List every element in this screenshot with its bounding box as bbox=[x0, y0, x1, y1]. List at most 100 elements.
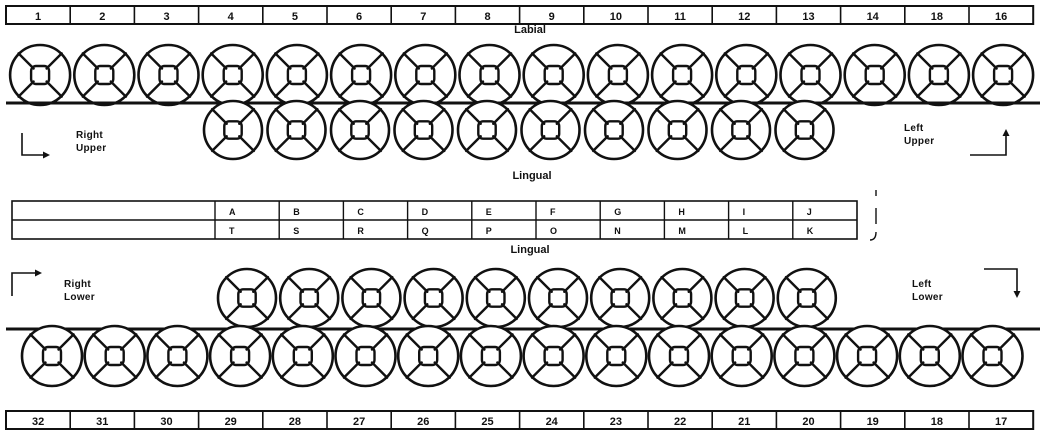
left-upper-line2: Upper bbox=[904, 135, 934, 148]
left-upper-arrow-icon bbox=[970, 129, 1010, 155]
lower-permanent-tooth-16 bbox=[963, 326, 1023, 386]
upper-permanent-tooth-16 bbox=[973, 45, 1033, 105]
upper-primary-tooth-3 bbox=[331, 101, 389, 159]
lower-permanent-tooth-4 bbox=[210, 326, 270, 386]
lower-primary-tooth-8 bbox=[653, 269, 711, 327]
lower-number-14: 19 bbox=[867, 416, 879, 428]
upper-permanent-tooth-12 bbox=[716, 45, 776, 105]
lower-primary-tooth-7 bbox=[591, 269, 649, 327]
upper-permanent-tooth-8 bbox=[460, 45, 520, 105]
primary-letter-lower-O: O bbox=[550, 226, 557, 236]
left-upper-label: Left Upper bbox=[904, 122, 934, 148]
upper-number-12: 12 bbox=[738, 11, 750, 23]
left-lower-arrow-icon bbox=[984, 269, 1021, 298]
upper-number-10: 10 bbox=[610, 11, 622, 23]
primary-letter-upper-F: F bbox=[550, 207, 556, 217]
labial-label: Labial bbox=[514, 24, 546, 36]
upper-permanent-tooth-7 bbox=[395, 45, 455, 105]
lower-permanent-tooth-9 bbox=[524, 326, 584, 386]
primary-letter-upper-C: C bbox=[357, 207, 364, 217]
upper-number-4: 4 bbox=[228, 11, 235, 23]
left-lower-label: Left Lower bbox=[912, 278, 943, 304]
lower-number-13: 20 bbox=[802, 416, 814, 428]
lower-primary-tooth-5 bbox=[467, 269, 525, 327]
upper-permanent-tooth-5 bbox=[267, 45, 327, 105]
primary-letter-upper-D: D bbox=[422, 207, 429, 217]
primary-letter-lower-K: K bbox=[807, 226, 814, 236]
lower-permanent-tooth-1 bbox=[22, 326, 82, 386]
primary-letter-lower-R: R bbox=[357, 226, 364, 236]
upper-number-5: 5 bbox=[292, 11, 298, 23]
upper-primary-tooth-5 bbox=[458, 101, 516, 159]
upper-number-1: 1 bbox=[35, 11, 41, 23]
upper-primary-tooth-9 bbox=[712, 101, 770, 159]
lower-number-5: 28 bbox=[289, 416, 301, 428]
upper-permanent-tooth-14 bbox=[845, 45, 905, 105]
upper-permanent-tooth-10 bbox=[588, 45, 648, 105]
upper-number-14: 14 bbox=[867, 11, 880, 23]
right-upper-label: Right Upper bbox=[76, 129, 106, 155]
upper-permanent-tooth-3 bbox=[139, 45, 199, 105]
lower-permanent-tooth-14 bbox=[837, 326, 897, 386]
right-lower-line1: Right bbox=[64, 278, 95, 291]
upper-permanent-tooth-6 bbox=[331, 45, 391, 105]
lower-primary-tooth-6 bbox=[529, 269, 587, 327]
lower-number-1: 32 bbox=[32, 416, 44, 428]
upper-primary-tooth-6 bbox=[522, 101, 580, 159]
primary-letter-upper-G: G bbox=[614, 207, 621, 217]
primary-letter-lower-N: N bbox=[614, 226, 621, 236]
lingual-upper-label: Lingual bbox=[512, 170, 551, 182]
primary-letter-upper-J: J bbox=[807, 207, 812, 217]
upper-permanent-tooth-15 bbox=[909, 45, 969, 105]
lower-number-15: 18 bbox=[931, 416, 943, 428]
lower-permanent-tooth-3 bbox=[147, 326, 207, 386]
right-lower-arrow-icon bbox=[12, 270, 42, 297]
lower-primary-tooth-4 bbox=[405, 269, 463, 327]
lower-number-7: 26 bbox=[417, 416, 429, 428]
right-upper-line2: Upper bbox=[76, 142, 106, 155]
primary-letter-upper-E: E bbox=[486, 207, 492, 217]
upper-permanent-tooth-11 bbox=[652, 45, 712, 105]
lower-permanent-tooth-10 bbox=[586, 326, 646, 386]
upper-primary-tooth-7 bbox=[585, 101, 643, 159]
primary-letter-lower-L: L bbox=[743, 226, 749, 236]
upper-number-2: 2 bbox=[99, 11, 105, 23]
lower-number-8: 25 bbox=[481, 416, 493, 428]
upper-primary-tooth-2 bbox=[268, 101, 326, 159]
upper-number-13: 13 bbox=[802, 11, 814, 23]
lower-primary-tooth-3 bbox=[342, 269, 400, 327]
right-lower-label: Right Lower bbox=[64, 278, 95, 304]
upper-permanent-tooth-1 bbox=[10, 45, 70, 105]
lower-number-10: 23 bbox=[610, 416, 622, 428]
left-lower-line1: Left bbox=[912, 278, 943, 291]
upper-permanent-tooth-4 bbox=[203, 45, 263, 105]
lower-primary-tooth-9 bbox=[716, 269, 774, 327]
upper-permanent-tooth-2 bbox=[74, 45, 134, 105]
upper-number-6: 6 bbox=[356, 11, 362, 23]
lower-number-4: 29 bbox=[225, 416, 237, 428]
lower-number-16: 17 bbox=[995, 416, 1007, 428]
primary-letter-upper-H: H bbox=[678, 207, 685, 217]
right-upper-arrow-icon bbox=[22, 133, 50, 159]
primary-letter-lower-T: T bbox=[229, 226, 235, 236]
lower-permanent-tooth-11 bbox=[649, 326, 709, 386]
left-upper-line1: Left bbox=[904, 122, 934, 135]
upper-primary-tooth-8 bbox=[649, 101, 707, 159]
lower-number-9: 24 bbox=[546, 416, 559, 428]
primary-letter-lower-M: M bbox=[678, 226, 686, 236]
upper-number-9: 9 bbox=[549, 11, 555, 23]
primary-letter-upper-B: B bbox=[293, 207, 300, 217]
lower-number-11: 22 bbox=[674, 416, 686, 428]
lower-permanent-tooth-2 bbox=[85, 326, 145, 386]
lower-number-12: 21 bbox=[738, 416, 750, 428]
upper-number-8: 8 bbox=[484, 11, 490, 23]
upper-primary-tooth-4 bbox=[395, 101, 453, 159]
lower-permanent-tooth-15 bbox=[900, 326, 960, 386]
primary-letter-lower-S: S bbox=[293, 226, 299, 236]
primary-letter-upper-I: I bbox=[743, 207, 746, 217]
upper-primary-tooth-1 bbox=[204, 101, 262, 159]
upper-permanent-tooth-13 bbox=[781, 45, 841, 105]
lower-primary-tooth-10 bbox=[778, 269, 836, 327]
lower-permanent-tooth-12 bbox=[712, 326, 772, 386]
upper-number-7: 7 bbox=[420, 11, 426, 23]
